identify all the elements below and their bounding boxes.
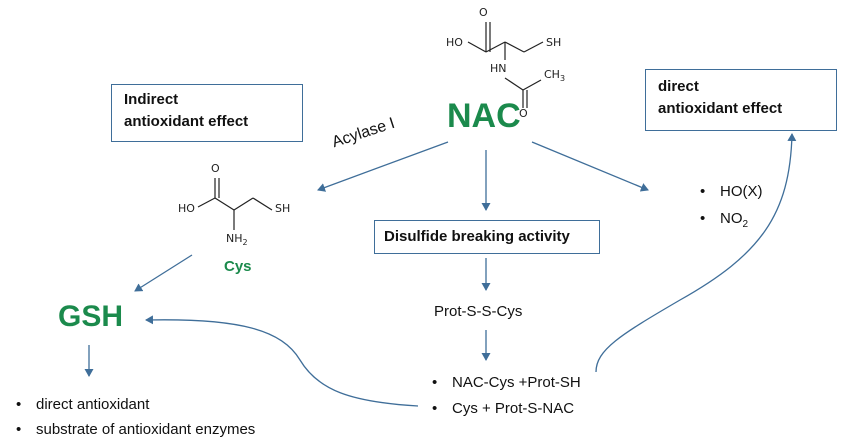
disulfide-label: Disulfide breaking activity	[384, 228, 570, 245]
indirect-effect-line1: Indirect	[124, 91, 179, 108]
nac-atom-o-top: O	[479, 6, 488, 19]
arrow-products-to-gsh	[145, 315, 419, 407]
cys-atom-sh: SH	[275, 202, 291, 215]
radical-no2: NO2	[700, 210, 748, 230]
gsh-effect-substrate: substrate of antioxidant enzymes	[16, 421, 255, 438]
radical-hox: HO(X)	[700, 183, 762, 200]
arrow-cys-to-gsh	[134, 254, 193, 292]
gsh-effect-direct: direct antioxidant	[16, 396, 149, 413]
nac-atom-o-bottom: O	[519, 107, 528, 120]
cys-atom-o: O	[211, 162, 220, 175]
direct-effect-line1: direct	[658, 78, 699, 95]
nac-atom-ho: HO	[446, 36, 463, 49]
indirect-effect-line2: antioxidant effect	[124, 113, 249, 130]
direct-effect-line2: antioxidant effect	[658, 100, 783, 117]
arrow-nac-to-radicals	[531, 141, 649, 192]
nac-label: NAC	[447, 97, 521, 135]
arrow-nac-to-cys	[317, 141, 449, 192]
cys-atom-ho: HO	[178, 202, 195, 215]
direct-effect-box: direct antioxidant effect	[645, 69, 837, 131]
arrows	[84, 133, 797, 407]
cys-structure	[197, 178, 273, 230]
arrow-products-to-direct	[595, 133, 797, 373]
nac-structure	[467, 22, 544, 108]
indirect-effect-box: Indirect antioxidant effect	[111, 84, 303, 142]
gsh-label: GSH	[58, 300, 124, 333]
nac-atom-ch: CH3	[544, 68, 566, 84]
nac-atom-hn: HN	[490, 62, 507, 75]
cys-atom-nh2: NH2	[226, 232, 248, 248]
disulfide-box: Disulfide breaking activity	[374, 220, 600, 254]
product-nac-cys: NAC-Cys +Prot-SH	[432, 374, 581, 391]
cys-label: Cys	[224, 258, 252, 275]
prot-ss-cys-label: Prot-S-S-Cys	[434, 303, 523, 320]
product-cys-prot-s-nac: Cys + Prot-S-NAC	[432, 400, 574, 417]
nac-atom-sh: SH	[546, 36, 562, 49]
